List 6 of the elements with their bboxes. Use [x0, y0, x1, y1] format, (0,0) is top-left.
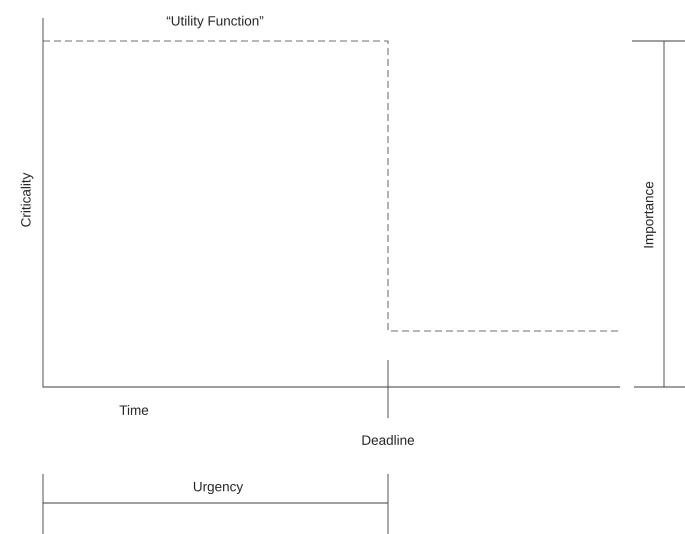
curve-label: “Utility Function” [166, 16, 264, 28]
axis-label: Time [120, 405, 148, 415]
dimension-label: Importance [644, 182, 656, 248]
tick-label: Deadline [362, 435, 414, 445]
dimension-label: Urgency [194, 482, 244, 494]
axis-label: Criticality [20, 172, 34, 227]
